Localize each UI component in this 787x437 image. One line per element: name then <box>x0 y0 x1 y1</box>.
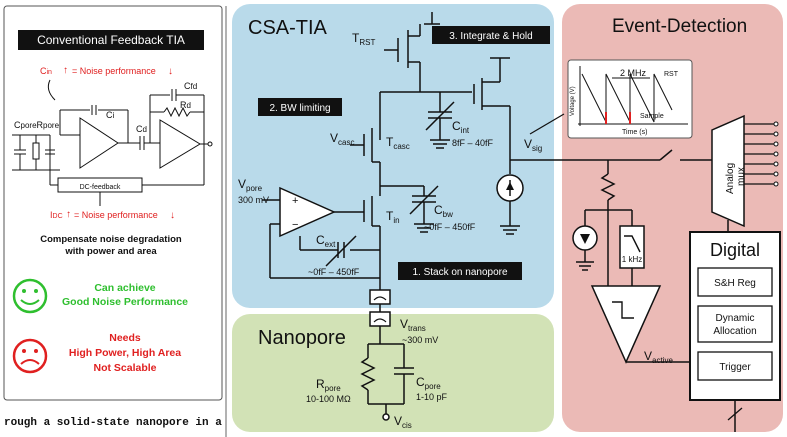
nanopore-block: Nanopore Vtrans ~300 mV Rpore 10-100 MΩ … <box>258 289 448 430</box>
cint-range: 8fF – 40fF <box>452 138 494 148</box>
nanopore-wiring <box>360 289 414 414</box>
left-title-box <box>18 30 204 50</box>
csa-tia-block: CSA-TIA 3. Integrate & Hold 2. BW limiti… <box>238 12 550 296</box>
dynamic-allocation-box <box>697 305 773 343</box>
mux-input-terminals <box>773 121 779 187</box>
current-source-arrow-icon <box>506 182 514 190</box>
event-title: Event-Detection <box>612 16 747 37</box>
sh-reg-box <box>697 267 773 297</box>
left-panel-frame <box>3 5 223 401</box>
good-line-2: Good Noise Performance <box>62 296 188 308</box>
nanopore-title: Nanopore <box>258 327 346 349</box>
mux-line-2: mux <box>736 167 747 186</box>
bus-slash-icon <box>727 407 743 421</box>
cbw-range: ~0fF – 450fF <box>424 222 476 232</box>
inset-ylabel: Voltage (V) <box>570 86 576 116</box>
left-panel: Conventional Feedback TIA Cin ↑ = Noise … <box>3 5 227 437</box>
inset-freq: 2 MHz <box>620 68 647 78</box>
compensate-line-2: with power and area <box>64 246 157 257</box>
step1-label: 1. Stack on nanopore <box>412 267 508 278</box>
up-arrow-icon: ↑ <box>63 65 68 76</box>
csa-title: CSA-TIA <box>248 17 328 39</box>
analog-mux <box>711 114 745 228</box>
event-wiring <box>510 149 712 364</box>
cd-label: Cd <box>136 124 147 134</box>
cin-note-text: = Noise performance <box>72 66 156 76</box>
cpore-rpore-label: CporeRpore <box>14 120 60 130</box>
rpore-label: Rpore <box>316 377 341 393</box>
caption-fragment: rough a solid-state nanopore in a <box>4 417 222 429</box>
vtrans-label: Vtrans <box>400 317 426 333</box>
step1-box <box>398 262 522 280</box>
cext-label: Cext <box>316 233 336 249</box>
bad-line-1: Needs <box>109 332 141 344</box>
trigger-label: Trigger <box>719 362 751 373</box>
vactive-label: Vactive <box>644 349 673 365</box>
current-source-arrow-icon <box>580 234 590 244</box>
opamp-plus: + <box>292 195 298 207</box>
sh-reg-label: S&H Reg <box>714 278 756 289</box>
vcis-label: Vcis <box>394 414 412 430</box>
mux-inputs <box>744 123 774 185</box>
opamp-minus: − <box>292 219 298 231</box>
tin-label: Tin <box>386 209 400 225</box>
cext-range: ~0fF – 450fF <box>308 267 360 277</box>
nanopore-region <box>232 314 554 432</box>
inset-xlabel: Time (s) <box>622 129 647 136</box>
left-title: Conventional Feedback TIA <box>37 33 185 47</box>
event-detection-block: Event-Detection 2 MHz RST Sample Time (s… <box>510 16 781 432</box>
vcis-terminal <box>382 413 390 421</box>
good-line-1: Can achieve <box>94 282 155 294</box>
feedback-tia-schematic <box>12 89 213 206</box>
rpore-value: 10-100 MΩ <box>306 394 351 404</box>
trigger-box <box>697 351 773 381</box>
vpore-value: 300 mV <box>238 195 269 205</box>
rd-label: Rd <box>180 100 191 110</box>
mux-line-1: Analog <box>725 163 736 194</box>
bad-line-3: Not Scalable <box>93 362 156 374</box>
callout-arrow <box>529 113 565 135</box>
compensate-line-1: Compensate noise degradation <box>40 234 182 245</box>
cpore-value: 1-10 pF <box>416 392 448 402</box>
inset-sample: Sample <box>640 113 664 120</box>
digital-title: Digital <box>710 240 760 260</box>
frown-icon <box>12 338 48 374</box>
csa-wiring <box>262 12 524 296</box>
step2-label: 2. BW limiting <box>269 103 330 114</box>
cbw-label: Cbw <box>434 203 453 219</box>
curved-arrow-icon <box>47 79 56 101</box>
bad-line-2: High Power, High Area <box>69 347 181 359</box>
trst-label: TRST <box>352 31 375 47</box>
cin-note-label: Cin <box>40 66 52 76</box>
vpore-label: Vpore <box>238 177 263 193</box>
tcasc-label: Tcasc <box>386 135 410 151</box>
idc-note-label: IDC <box>50 210 63 220</box>
idc-note-text: = Noise performance <box>74 210 158 220</box>
up-arrow-icon: ↑ <box>66 209 71 220</box>
cfd-label: Cfd <box>184 81 197 91</box>
step3-box <box>432 26 550 44</box>
down-arrow-icon: ↓ <box>168 66 173 77</box>
vtrans-value: ~300 mV <box>402 335 438 345</box>
filter-label: 1 kHz <box>622 255 642 264</box>
down-arrow-icon: ↓ <box>170 210 175 221</box>
cint-label: Cint <box>452 119 470 135</box>
cpore-label: Cpore <box>416 375 441 391</box>
dyn-line-1: Dynamic <box>716 313 755 324</box>
inset-rst: RST <box>664 71 679 78</box>
vsig-label: Vsig <box>524 137 542 153</box>
csa-region <box>232 4 554 308</box>
vcasc-label: Vcasc <box>330 131 354 147</box>
lowpass-icon <box>624 235 641 253</box>
schmitt-trigger-icon <box>612 301 634 319</box>
step3-label: 3. Integrate & Hold <box>449 31 532 42</box>
smiley-icon <box>12 278 48 314</box>
dyn-line-2: Allocation <box>713 326 756 337</box>
ci-label: Ci <box>106 110 115 120</box>
step2-box <box>258 98 342 116</box>
dc-feedback-label: DC-feedback <box>80 184 121 191</box>
